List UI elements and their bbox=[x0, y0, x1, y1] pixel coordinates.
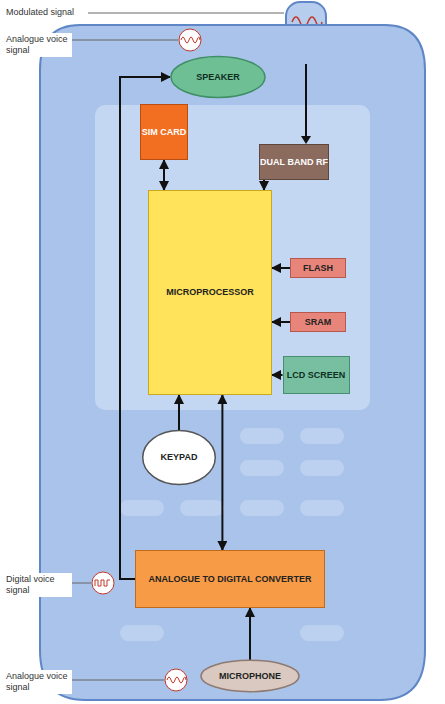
signal-connector bbox=[272, 321, 290, 323]
node-label: MICROPHONE bbox=[219, 671, 281, 681]
node-label: DUAL BAND RF bbox=[260, 157, 328, 167]
rf-box: DUAL BAND RF bbox=[259, 144, 329, 180]
microphone-ellipse: MICROPHONE bbox=[200, 660, 300, 692]
node-label: SRAM bbox=[305, 317, 332, 327]
converter-box: ANALOGUE TO DIGITAL CONVERTER bbox=[135, 550, 325, 608]
processor-box: MICROPROCESSOR bbox=[148, 190, 272, 395]
speaker-ellipse: SPEAKER bbox=[170, 56, 266, 98]
node-label: FLASH bbox=[303, 263, 333, 273]
node-label: LCD SCREEN bbox=[287, 370, 346, 380]
keypad-ellipse: KEYPAD bbox=[142, 430, 216, 485]
node-label: SPEAKER bbox=[196, 72, 240, 82]
signal-label: Digital voice signal bbox=[4, 573, 72, 597]
screen-box: LCD SCREEN bbox=[283, 356, 350, 394]
signal-label: Analogue voice signal bbox=[4, 33, 72, 57]
signal-connector bbox=[272, 374, 283, 376]
signal-connector bbox=[163, 160, 165, 190]
node-label: ANALOGUE TO DIGITAL CONVERTER bbox=[148, 574, 311, 584]
signal-label: Analogue voice signal bbox=[4, 670, 72, 694]
memory-box: FLASH bbox=[290, 258, 346, 278]
memory-box: SRAM bbox=[290, 312, 346, 332]
signal-connector bbox=[249, 608, 251, 660]
signal-connector bbox=[272, 267, 290, 269]
signal-connector bbox=[263, 180, 265, 190]
node-label: SIM CARD bbox=[142, 127, 187, 137]
sim-card-box: SIM CARD bbox=[140, 104, 188, 160]
signal-connector bbox=[221, 395, 223, 550]
signal-connector bbox=[178, 395, 180, 430]
node-label: KEYPAD bbox=[161, 452, 198, 462]
node-label: MICROPROCESSOR bbox=[166, 287, 254, 297]
signal-label: Modulated signal bbox=[4, 6, 76, 19]
